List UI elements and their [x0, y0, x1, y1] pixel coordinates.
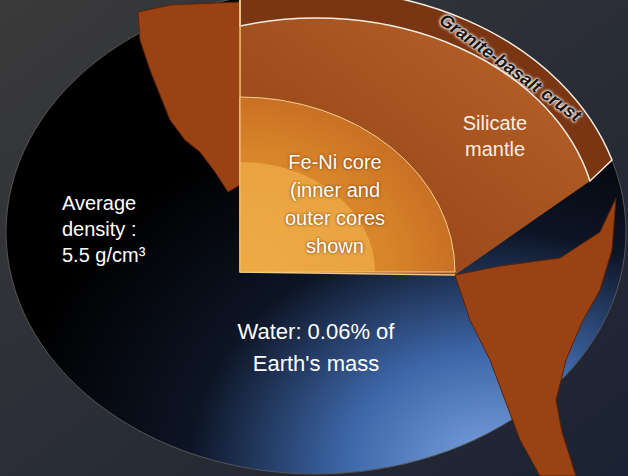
mantle-label: Silicate mantle: [440, 110, 550, 162]
crust-label: Granite-basalt crust: [435, 10, 585, 127]
water-note: Water: 0.06% of Earth's mass: [231, 316, 401, 380]
mantle-region: Silicate mantleFe-Ni core (inner and out…: [240, 0, 625, 278]
density-note: Average density : 5.5 g/cm³: [62, 190, 157, 268]
outer-core-shape: [240, 97, 455, 272]
cut-edge: [240, 0, 455, 275]
core-region: Fe-Ni core (inner and outer cores shown: [240, 97, 455, 272]
mantle-shape: [240, 18, 590, 275]
core-label: Fe-Ni core (inner and outer cores shown: [270, 148, 400, 260]
north-america: [138, 2, 240, 192]
